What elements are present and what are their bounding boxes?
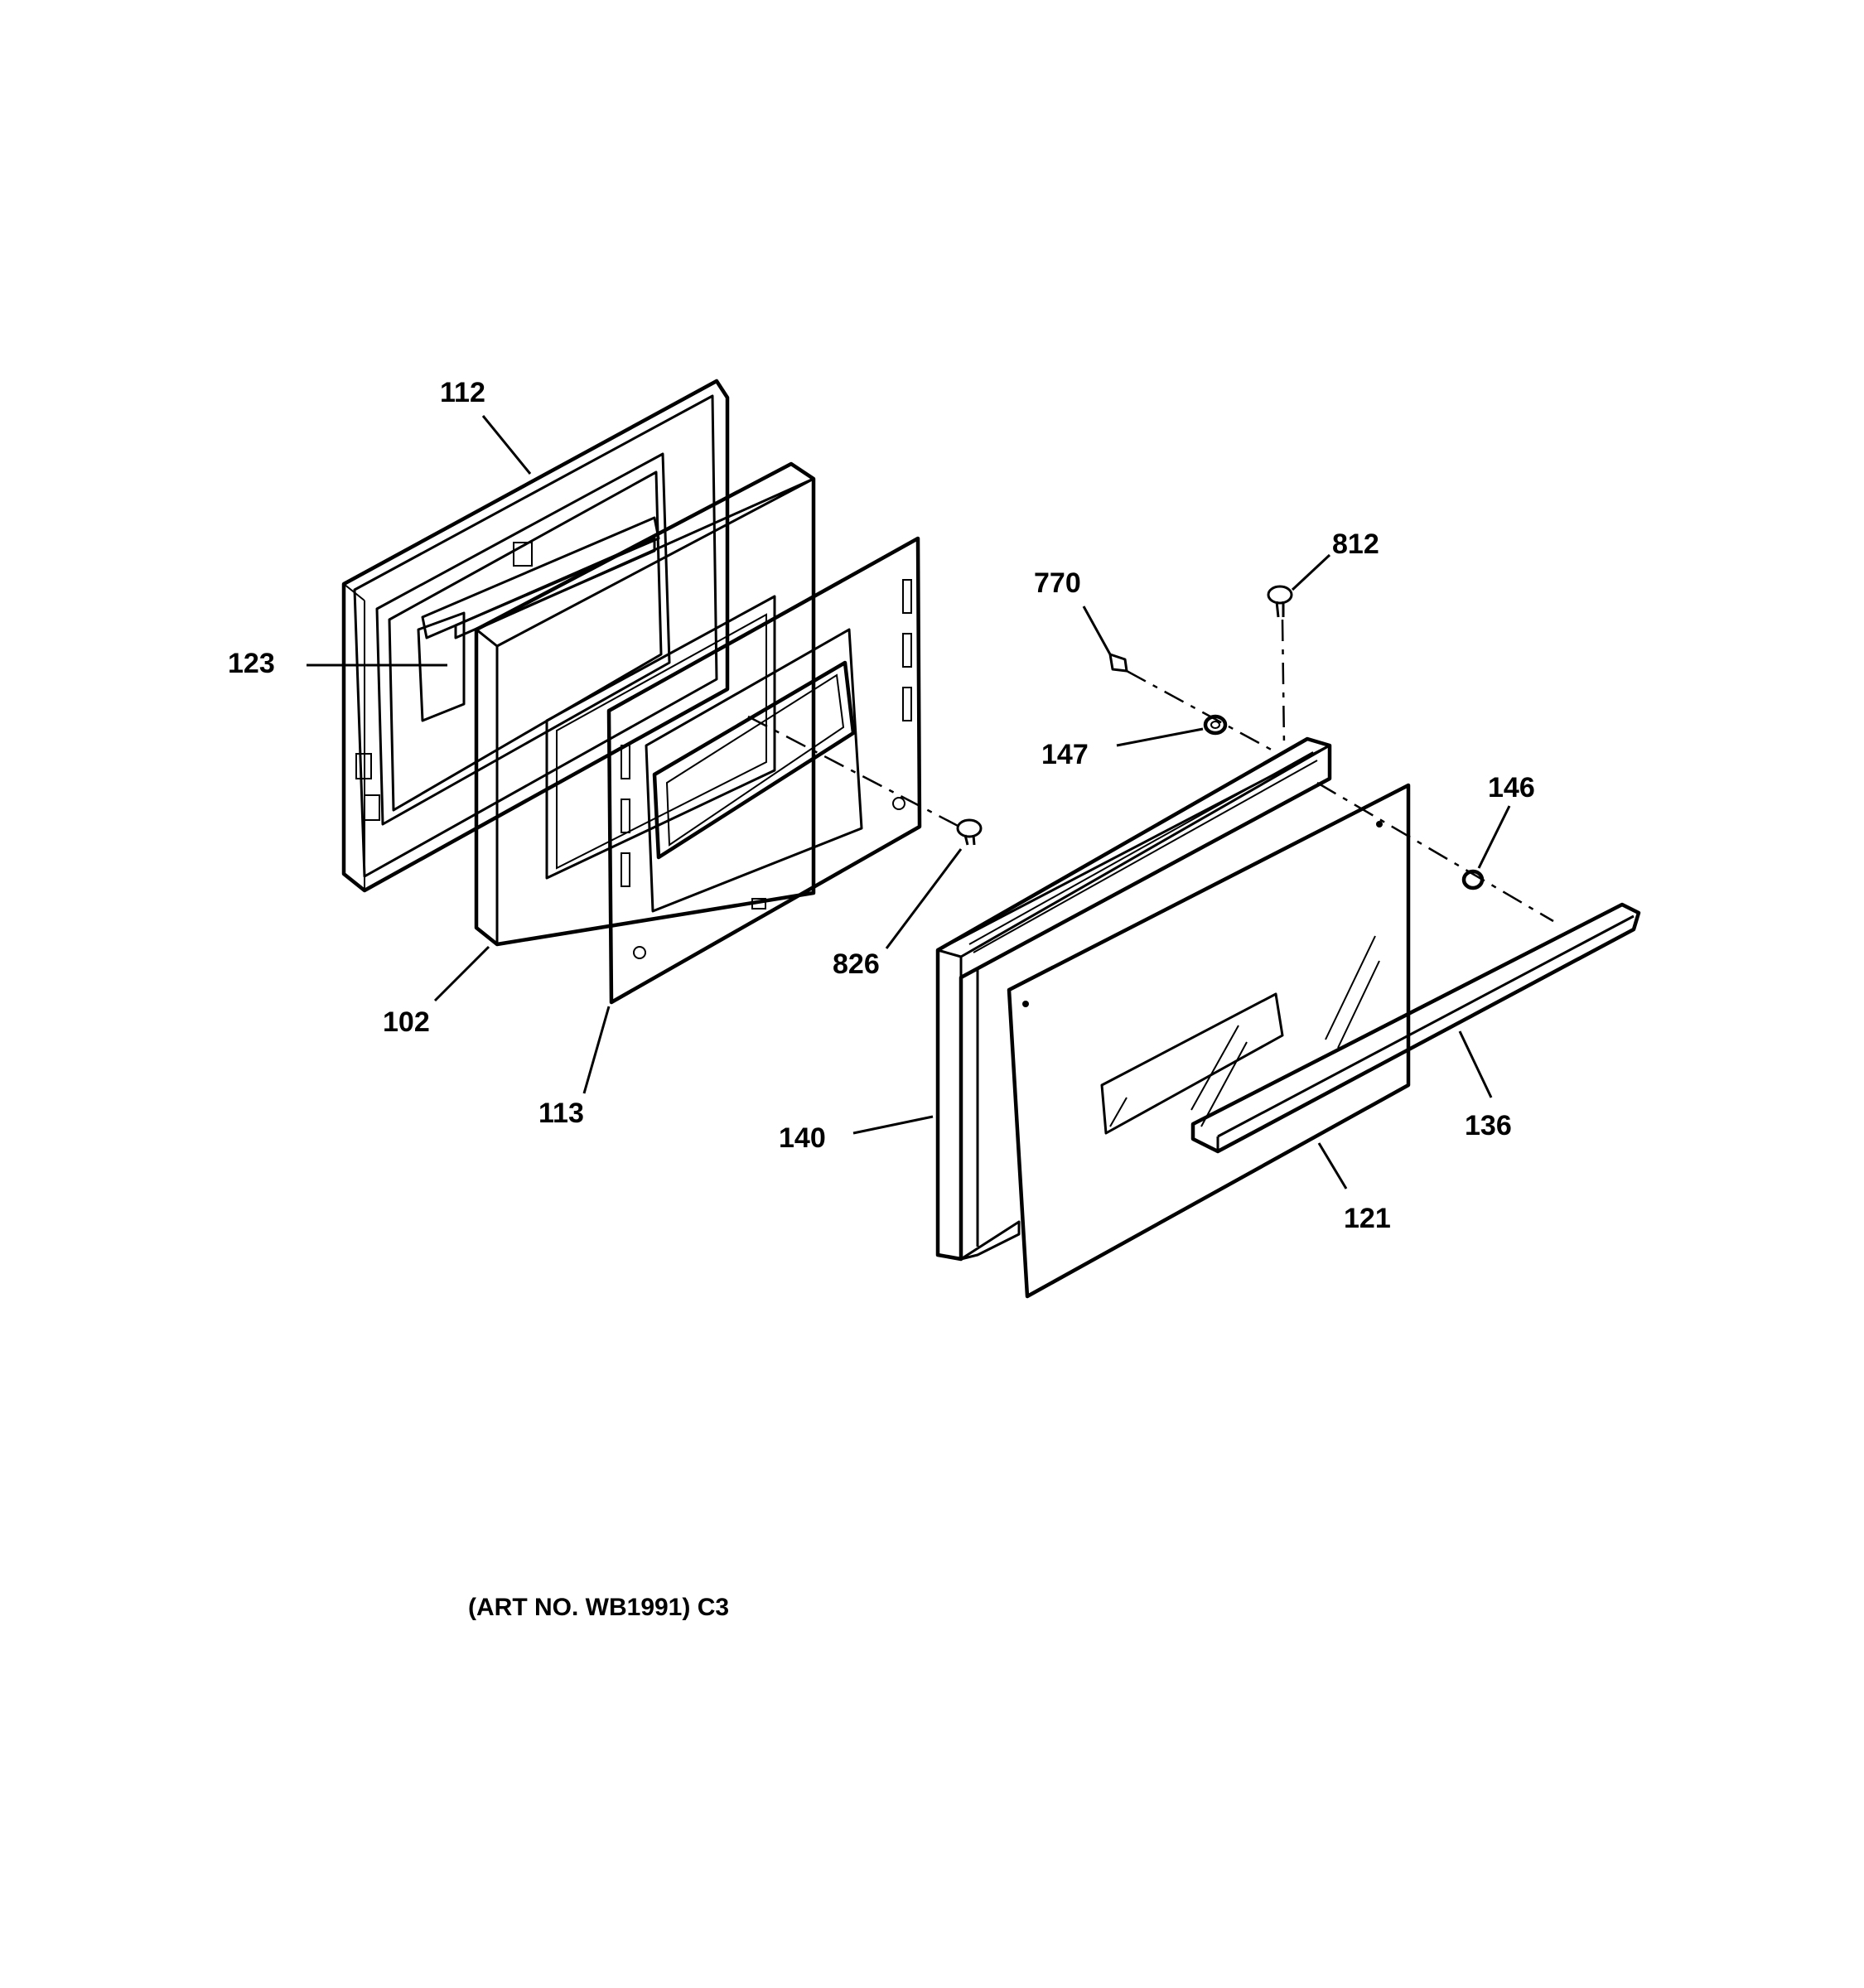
part-113-inner-door bbox=[606, 536, 922, 1005]
callout-770: 770 bbox=[1034, 567, 1081, 599]
callout-121: 121 bbox=[1344, 1203, 1391, 1234]
callout-136: 136 bbox=[1465, 1110, 1512, 1141]
part-147-washer bbox=[1203, 714, 1228, 736]
callout-102: 102 bbox=[383, 1006, 430, 1038]
part-826-screw bbox=[956, 818, 983, 846]
part-770-clip bbox=[1108, 653, 1128, 673]
callout-147: 147 bbox=[1041, 739, 1089, 770]
callout-140: 140 bbox=[779, 1122, 826, 1154]
part-102-door-panel bbox=[474, 461, 816, 947]
art-number-caption: (ART NO. WB1991) C3 bbox=[468, 1594, 729, 1621]
callout-826: 826 bbox=[833, 948, 880, 980]
part-136-handle-trim bbox=[1190, 902, 1641, 1154]
assembly-lines bbox=[747, 619, 1554, 923]
part-140-door-frame bbox=[935, 736, 1332, 1262]
callout-146: 146 bbox=[1488, 772, 1535, 803]
callout-123: 123 bbox=[228, 648, 275, 679]
callout-112: 112 bbox=[440, 377, 485, 408]
callout-812: 812 bbox=[1332, 528, 1379, 560]
part-112-door-liner bbox=[341, 379, 730, 893]
leader-lines bbox=[307, 415, 1511, 1189]
callout-113: 113 bbox=[538, 1098, 584, 1129]
part-812-screw bbox=[1267, 585, 1293, 618]
part-121-door-glass bbox=[1007, 783, 1411, 1299]
callout-labels: 112 123 102 113 770 812 147 146 826 140 … bbox=[228, 377, 1535, 1234]
